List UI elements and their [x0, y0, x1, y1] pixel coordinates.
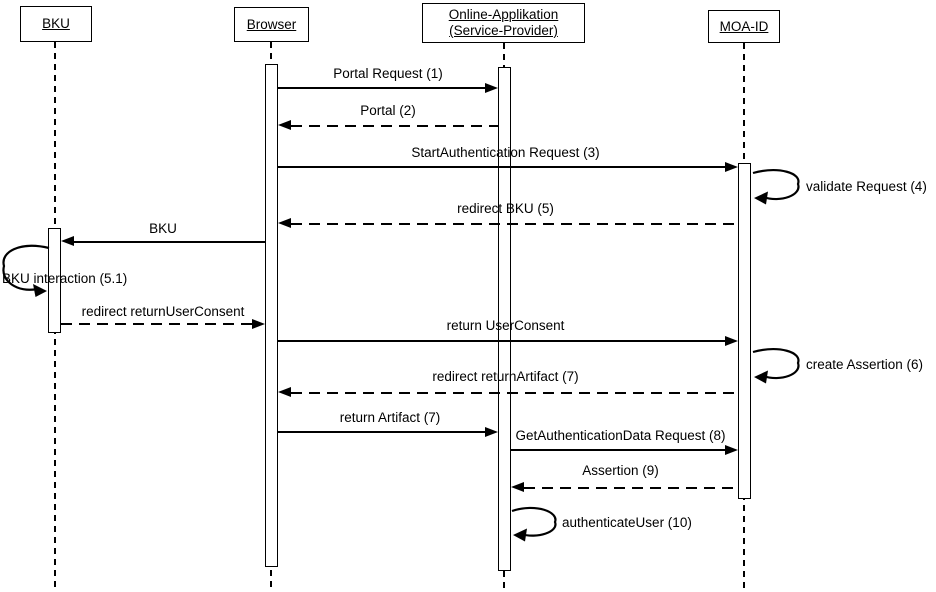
message-label-redirect-return-user-consent: redirect returnUserConsent [81, 304, 245, 319]
arrowhead-right-icon [725, 335, 738, 346]
message-label-create-assertion: create Assertion (6) [806, 357, 924, 372]
activation-bar-bku [48, 228, 61, 333]
actor-label-moa-id: MOA-ID [719, 18, 769, 34]
message-line-redirect-return-artifact [291, 391, 738, 394]
message-label-portal: Portal (2) [360, 103, 416, 118]
message-line-redirect-return-user-consent [61, 323, 253, 326]
message-label-redirect-bku: redirect BKU (5) [457, 201, 554, 216]
message-line-portal [291, 124, 498, 127]
actor-box-browser: Browser [234, 7, 309, 42]
activation-bar-online-applikation [498, 67, 511, 571]
self-message-loop-icon [752, 348, 800, 384]
message-label-portal-request: Portal Request (1) [333, 66, 443, 81]
arrowhead-right-icon [252, 318, 265, 329]
arrowhead-left-icon [278, 120, 291, 130]
self-message-loop-icon [752, 169, 800, 205]
message-label-redirect-return-artifact: redirect returnArtifact (7) [432, 369, 579, 384]
activation-bar-moa-id [738, 163, 751, 499]
arrowhead-right-icon [725, 444, 738, 455]
actor-box-bku: BKU [20, 6, 92, 42]
arrowhead-left-icon [278, 218, 291, 228]
message-line-redirect-bku [291, 222, 738, 225]
self-message-loop-icon [2, 244, 50, 297]
message-line-start-authentication-request [278, 166, 727, 169]
activation-bar-browser [265, 64, 278, 567]
actor-box-moa-id: MOA-ID [708, 10, 780, 43]
message-line-return-artifact [278, 431, 487, 434]
message-label-validate-request: validate Request (4) [806, 179, 927, 194]
arrowhead-right-icon [485, 426, 498, 437]
message-label-bku: BKU [149, 221, 177, 236]
message-label-get-authentication-data-request: GetAuthenticationData Request (8) [515, 428, 726, 443]
message-label-assertion: Assertion (9) [582, 463, 659, 478]
message-line-portal-request [278, 87, 487, 90]
actor-box-online-applikation: Online-Applikation (Service-Provider) [422, 3, 585, 43]
message-line-assertion [524, 486, 738, 489]
arrowhead-left-icon [278, 387, 291, 397]
arrowhead-left-icon [511, 482, 524, 492]
message-line-return-user-consent [278, 340, 727, 343]
actor-label-browser: Browser [246, 16, 297, 32]
actor-label-bku: BKU [42, 16, 70, 31]
message-label-bku-interaction: BKU interaction (5.1) [2, 271, 128, 286]
self-message-loop-icon [511, 506, 557, 542]
message-label-return-artifact: return Artifact (7) [339, 410, 441, 425]
message-label-return-user-consent: return UserConsent [446, 318, 565, 333]
arrowhead-right-icon [485, 82, 498, 93]
message-label-authenticate-user: authenticateUser (10) [562, 515, 692, 530]
arrowhead-left-icon [61, 236, 74, 246]
message-label-start-authentication-request: StartAuthentication Request (3) [411, 145, 600, 160]
arrowhead-right-icon [725, 161, 738, 172]
message-line-get-authentication-data-request [511, 449, 727, 452]
actor-label-online-applikation: Online-Applikation (Service-Provider) [448, 7, 559, 38]
message-line-bku [74, 240, 265, 243]
